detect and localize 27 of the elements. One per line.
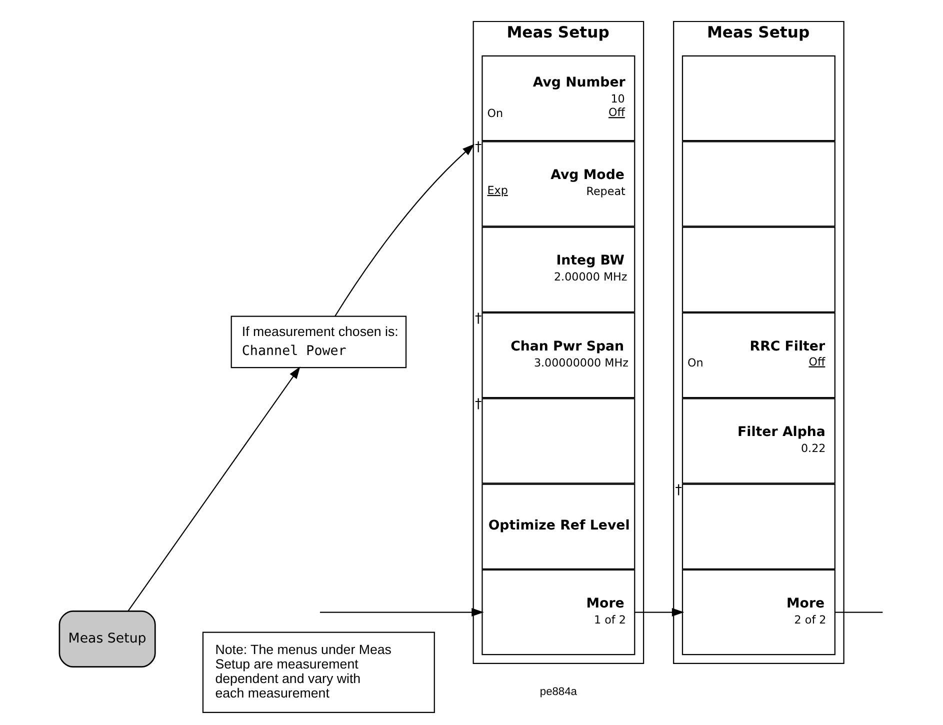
node-box xyxy=(482,398,636,484)
node-box: Integ BW 2.00000 MHz xyxy=(482,226,636,312)
arrow xyxy=(128,366,300,612)
node-box: Avg Mode Exp Repeat xyxy=(482,141,636,227)
node-box xyxy=(682,55,836,142)
node-box: RRC Filter On Off xyxy=(682,312,836,398)
node-label: † xyxy=(474,140,482,156)
node-label: † xyxy=(675,482,682,498)
label: pe884a xyxy=(540,686,577,698)
node-label: † xyxy=(474,397,482,412)
node-box xyxy=(682,226,836,312)
node-box: More 1 of 2 xyxy=(482,569,636,656)
node-box: Avg Number 10 On Off xyxy=(482,55,636,142)
connector xyxy=(835,612,883,613)
node-box: If measurement chosen is: Channel Power xyxy=(230,316,407,368)
node-box: Optimize Ref Level xyxy=(482,484,636,570)
node-box xyxy=(682,484,836,570)
node-label: † xyxy=(474,312,482,327)
node-box: Note: The menus under Meas Setup are measurement dependent and vary with each measurement xyxy=(202,632,435,713)
arrow xyxy=(320,608,484,617)
node-box: More 2 of 2 xyxy=(682,569,836,656)
node-box xyxy=(682,141,836,227)
node-box: Filter Alpha 0.22 xyxy=(682,398,836,484)
node-box: Meas Setup xyxy=(58,610,156,668)
node-box: Chan Pwr Span 3.00000000 MHz xyxy=(482,312,636,398)
arrow xyxy=(334,144,475,317)
arrow xyxy=(634,608,684,617)
